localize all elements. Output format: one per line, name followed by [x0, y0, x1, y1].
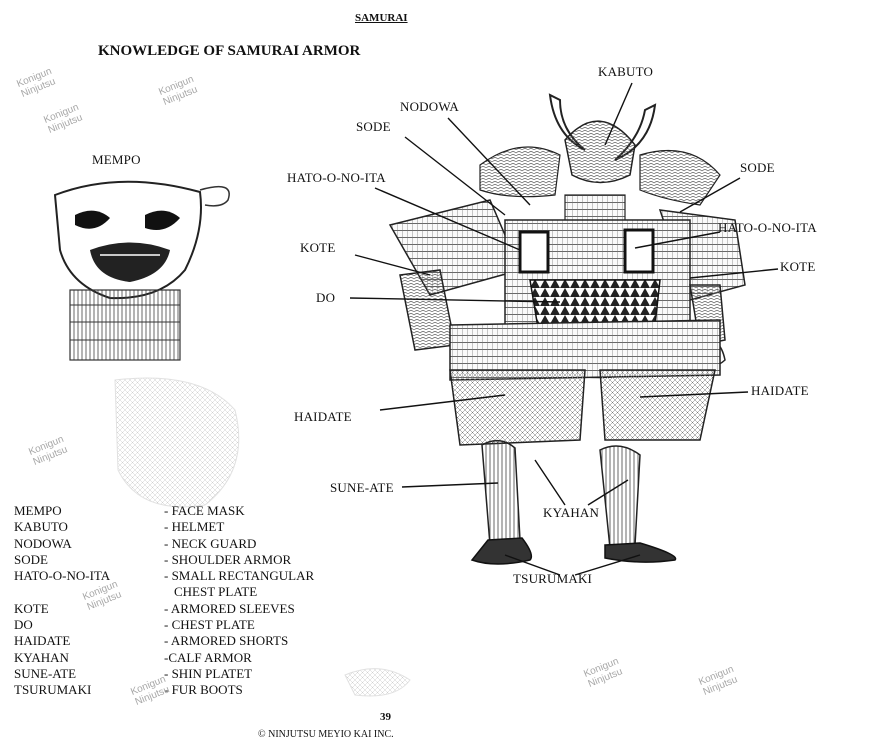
label-kyahan: KYAHAN	[543, 505, 599, 521]
mempo-drawing	[55, 182, 229, 360]
label-sode-right: SODE	[740, 160, 775, 176]
label-hato-left: HATO-O-NO-ITA	[287, 170, 386, 186]
glossary-term: SUNE-ATE	[14, 666, 164, 682]
glossary-desc: - SHOULDER ARMOR	[164, 552, 291, 568]
glossary-row: HAIDATE- ARMORED SHORTS	[14, 633, 314, 649]
label-sode-left: SODE	[356, 119, 391, 135]
label-tsurumaki: TSURUMAKI	[513, 571, 592, 587]
glossary-term: KABUTO	[14, 519, 164, 535]
glossary-row: SODE- SHOULDER ARMOR	[14, 552, 314, 568]
sune-ate-leader	[402, 483, 498, 487]
glossary-term: KYAHAN	[14, 650, 164, 666]
glossary-desc: - SMALL RECTANGULAR	[164, 568, 314, 584]
glossary-term: HATO-O-NO-ITA	[14, 568, 164, 584]
glossary-row: DO- CHEST PLATE	[14, 617, 314, 633]
label-nodowa: NODOWA	[400, 99, 459, 115]
glossary-row: HATO-O-NO-ITA- SMALL RECTANGULAR	[14, 568, 314, 584]
label-sune-ate: SUNE-ATE	[330, 480, 394, 496]
label-haidate-right: HAIDATE	[751, 383, 809, 399]
section-title: SAMURAI	[355, 12, 408, 24]
glossary-row: CHEST PLATE	[14, 584, 314, 600]
glossary-row: KYAHAN-CALF ARMOR	[14, 650, 314, 666]
glossary-row: NODOWA- NECK GUARD	[14, 536, 314, 552]
label-do: DO	[316, 290, 335, 306]
glossary-desc: - NECK GUARD	[164, 536, 256, 552]
page-number: 39	[380, 711, 391, 723]
glossary-table: MEMPO- FACE MASK KABUTO- HELMET NODOWA- …	[14, 503, 314, 699]
label-mempo: MEMPO	[92, 152, 141, 168]
kyahan-leader-left	[535, 460, 565, 505]
label-kabuto: KABUTO	[598, 64, 653, 80]
copyright-notice: © NINJUTSU MEYIO KAI INC.	[258, 729, 394, 740]
label-kote-right: KOTE	[780, 259, 815, 275]
glossary-desc: - SHIN PLATET	[164, 666, 252, 682]
glossary-desc: CHEST PLATE	[164, 584, 257, 600]
glossary-row: KOTE- ARMORED SLEEVES	[14, 601, 314, 617]
glossary-desc: - HELMET	[164, 519, 224, 535]
glossary-term: MEMPO	[14, 503, 164, 519]
glossary-term: NODOWA	[14, 536, 164, 552]
glossary-row: MEMPO- FACE MASK	[14, 503, 314, 519]
label-kote-left: KOTE	[300, 240, 335, 256]
glossary-desc: - CHEST PLATE	[164, 617, 255, 633]
glossary-row: KABUTO- HELMET	[14, 519, 314, 535]
glossary-desc: - FACE MASK	[164, 503, 245, 519]
label-hato-right: HATO-O-NO-ITA	[718, 220, 817, 236]
glossary-desc: -CALF ARMOR	[164, 650, 252, 666]
label-haidate-left: HAIDATE	[294, 409, 352, 425]
glossary-term: HAIDATE	[14, 633, 164, 649]
glossary-desc: - ARMORED SLEEVES	[164, 601, 295, 617]
samurai-armor-drawing	[390, 95, 745, 564]
glossary-desc: - ARMORED SHORTS	[164, 633, 288, 649]
page-heading: KNOWLEDGE OF SAMURAI ARMOR	[98, 43, 360, 60]
glossary-desc: - FUR BOOTS	[164, 682, 243, 698]
glossary-term: DO	[14, 617, 164, 633]
glossary-term: SODE	[14, 552, 164, 568]
